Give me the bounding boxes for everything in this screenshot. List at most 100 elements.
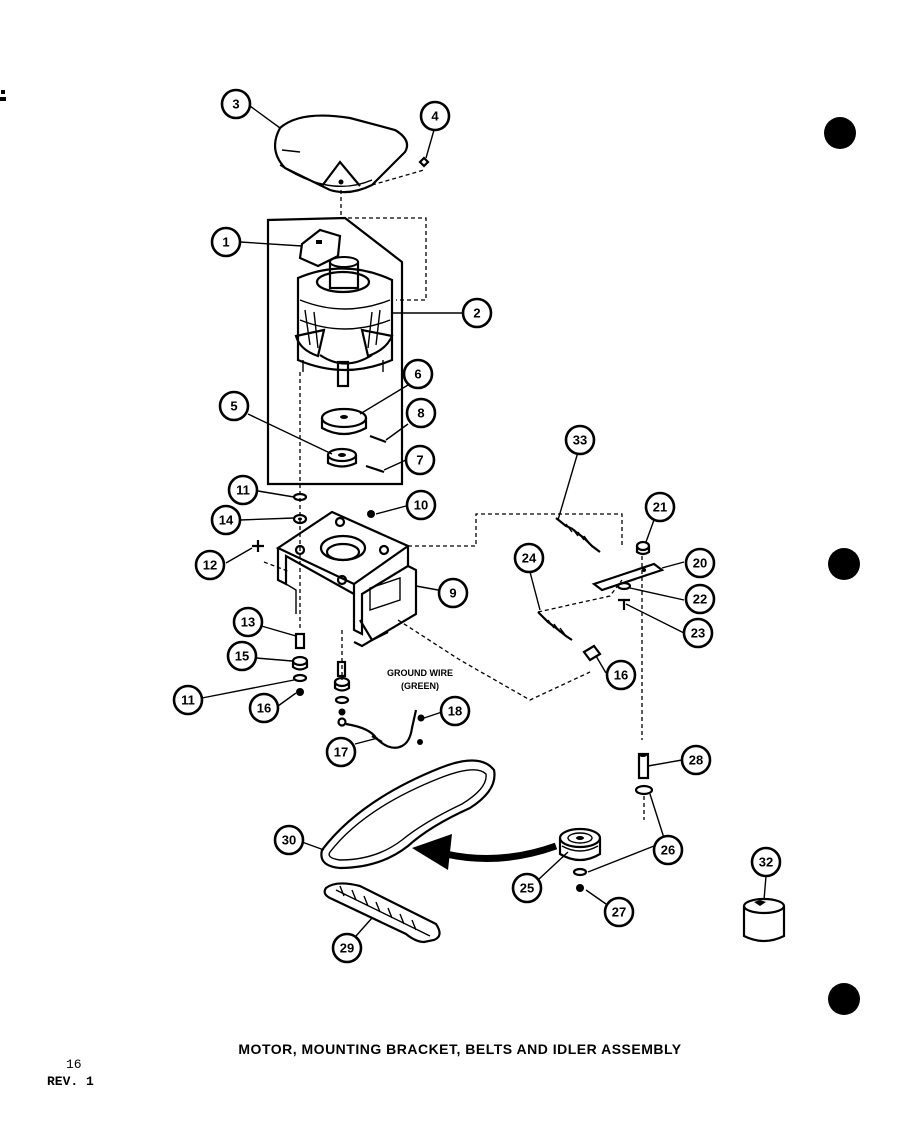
svg-text:20: 20 bbox=[693, 556, 707, 571]
ground-wire-label-1: GROUND WIRE bbox=[387, 668, 453, 678]
idler-bolt bbox=[618, 598, 630, 610]
idler-spring-upper bbox=[555, 517, 601, 553]
callout-3: 3 bbox=[220, 88, 252, 120]
callout-9: 9 bbox=[437, 577, 469, 609]
motor-cover bbox=[273, 114, 409, 194]
scan-edge-mark bbox=[0, 88, 8, 106]
cover-screw bbox=[418, 156, 430, 168]
svg-text:4: 4 bbox=[431, 109, 439, 124]
ground-wire bbox=[345, 709, 425, 749]
callout-2: 2 bbox=[461, 297, 493, 329]
drive-belt bbox=[320, 759, 496, 870]
small-pulley bbox=[326, 447, 358, 468]
pump-belt bbox=[323, 882, 441, 944]
callout-5: 5 bbox=[218, 390, 250, 422]
page-number: 16 bbox=[66, 1057, 82, 1072]
svg-text:17: 17 bbox=[334, 745, 348, 760]
callout-29: 29 bbox=[331, 932, 363, 964]
svg-text:21: 21 bbox=[653, 500, 667, 515]
idler-stud bbox=[637, 752, 650, 780]
svg-text:27: 27 bbox=[612, 905, 626, 920]
idler-washer-upper bbox=[634, 784, 654, 796]
svg-text:14: 14 bbox=[219, 513, 234, 528]
callout-14: 14 bbox=[210, 504, 242, 536]
svg-text:12: 12 bbox=[203, 558, 217, 573]
callout-17: 17 bbox=[325, 736, 357, 768]
callout-28: 28 bbox=[680, 744, 712, 776]
callout-27: 27 bbox=[603, 896, 635, 928]
svg-text:16: 16 bbox=[614, 668, 628, 683]
callout-33: 33 bbox=[564, 424, 596, 456]
diagram-title: MOTOR, MOUNTING BRACKET, BELTS AND IDLER… bbox=[238, 1041, 682, 1057]
spring-clip bbox=[582, 644, 602, 662]
callout-24: 24 bbox=[513, 542, 545, 574]
callout-22: 22 bbox=[684, 583, 716, 615]
callout-20: 20 bbox=[684, 547, 716, 579]
svg-text:33: 33 bbox=[573, 433, 587, 448]
svg-text:6: 6 bbox=[414, 367, 421, 382]
svg-text:13: 13 bbox=[241, 615, 255, 630]
svg-text:32: 32 bbox=[759, 855, 773, 870]
callout-8: 8 bbox=[405, 397, 437, 429]
idler-washer-lower bbox=[572, 867, 588, 877]
idler-spring-lower bbox=[537, 611, 573, 641]
idler-retainer bbox=[576, 884, 584, 892]
callout-12: 12 bbox=[194, 549, 226, 581]
svg-text:11: 11 bbox=[181, 693, 195, 708]
motor-pulley bbox=[320, 407, 368, 436]
right-mount-hardware bbox=[333, 660, 351, 727]
binder-hole-middle bbox=[828, 548, 860, 580]
binder-hole-bottom bbox=[828, 983, 860, 1015]
callout-11-upper: 11 bbox=[227, 474, 259, 506]
callout-32: 32 bbox=[750, 846, 782, 878]
svg-text:23: 23 bbox=[691, 626, 705, 641]
idler-pulley bbox=[558, 827, 602, 862]
callout-13: 13 bbox=[232, 606, 264, 638]
idler-nut bbox=[635, 540, 651, 556]
svg-text:24: 24 bbox=[522, 551, 537, 566]
svg-text:9: 9 bbox=[449, 586, 456, 601]
callout-25: 25 bbox=[511, 872, 543, 904]
assembly-arrow bbox=[412, 834, 558, 870]
svg-text:10: 10 bbox=[414, 498, 428, 513]
bracket-nut bbox=[367, 510, 375, 518]
svg-text:11: 11 bbox=[236, 483, 250, 498]
idler-arm bbox=[591, 562, 665, 592]
callout-10: 10 bbox=[405, 489, 437, 521]
svg-text:5: 5 bbox=[230, 399, 237, 414]
leader-lines bbox=[201, 105, 767, 937]
bracket-bolt bbox=[252, 540, 291, 573]
callout-16-right: 16 bbox=[605, 659, 637, 691]
motor-capacitor bbox=[742, 897, 786, 943]
svg-text:15: 15 bbox=[235, 649, 249, 664]
callout-21: 21 bbox=[644, 491, 676, 523]
motor-switch bbox=[298, 228, 342, 268]
svg-text:28: 28 bbox=[689, 753, 703, 768]
callout-23: 23 bbox=[682, 617, 714, 649]
ground-wire-label-2: (GREEN) bbox=[401, 681, 439, 691]
mounting-bracket bbox=[275, 510, 418, 648]
binder-hole-top bbox=[824, 117, 856, 149]
callout-11-lower: 11 bbox=[172, 684, 204, 716]
motor-assembly-outline bbox=[266, 216, 404, 486]
svg-text:1: 1 bbox=[222, 235, 229, 250]
callout-18: 18 bbox=[439, 695, 471, 727]
revision-label: REV. 1 bbox=[47, 1074, 94, 1089]
svg-text:3: 3 bbox=[232, 97, 239, 112]
pulley-key bbox=[369, 434, 387, 444]
svg-text:18: 18 bbox=[448, 704, 462, 719]
svg-text:22: 22 bbox=[693, 592, 707, 607]
callout-7: 7 bbox=[404, 444, 436, 476]
callout-1: 1 bbox=[210, 226, 242, 258]
svg-text:26: 26 bbox=[661, 843, 675, 858]
motor bbox=[294, 256, 394, 388]
idler-washer bbox=[616, 581, 632, 591]
svg-text:2: 2 bbox=[473, 306, 480, 321]
set-screw bbox=[365, 464, 385, 474]
callout-30: 30 bbox=[273, 824, 305, 856]
lower-mount-hardware bbox=[291, 632, 309, 696]
svg-text:7: 7 bbox=[416, 453, 423, 468]
svg-text:29: 29 bbox=[340, 941, 354, 956]
callout-6: 6 bbox=[402, 358, 434, 390]
